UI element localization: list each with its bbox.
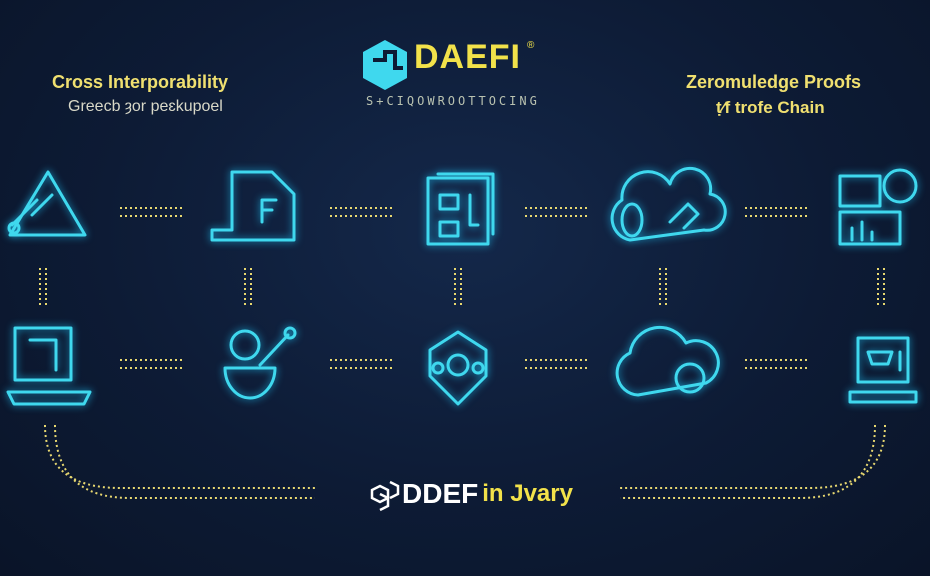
- document-icon: [210, 170, 296, 242]
- connectors: [39, 207, 886, 499]
- right-panel-title: Zeromuledge Proofs: [686, 72, 862, 92]
- laptop-chart-icon: [848, 336, 918, 404]
- hexagon-node-icon: [428, 330, 488, 406]
- cloud-icon: [615, 325, 720, 397]
- plant-pot-icon: [223, 326, 297, 400]
- logo-text: DAEFI: [414, 38, 521, 76]
- logo: DAEFI ®: [362, 38, 534, 77]
- footer-brand: DDEF in Jvary: [368, 478, 573, 510]
- footer-hex-icon: [370, 480, 400, 512]
- tagline: S+CIQOWROOTTOCING: [366, 94, 540, 108]
- dashboard-icon: [838, 168, 918, 246]
- warning-triangle-icon: [7, 170, 87, 237]
- right-panel-subtitle: ṭ⁄f trofe Chain: [716, 98, 825, 117]
- registered-mark: ®: [527, 40, 535, 51]
- footer-brand-suffix: in Jvary: [482, 480, 573, 507]
- cloud-lock-icon: [610, 166, 727, 242]
- logo-hex-icon: [363, 40, 407, 90]
- ledger-icon: [426, 172, 495, 246]
- footer-brand-name: DDEF: [402, 478, 479, 509]
- laptop-icon: [6, 326, 92, 406]
- left-panel-subtitle: Greecb ȝor peɛkupoel: [68, 98, 223, 115]
- left-panel-title: Cross Interporability: [52, 72, 229, 92]
